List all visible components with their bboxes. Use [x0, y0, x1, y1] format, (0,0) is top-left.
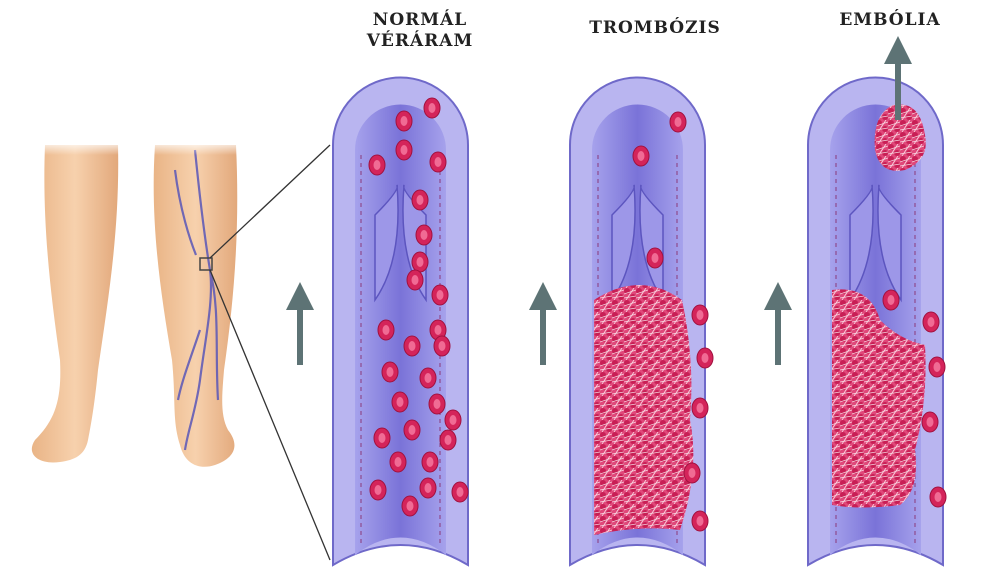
vessel-normal-flow — [333, 77, 468, 565]
blood-cell — [922, 412, 938, 432]
blood-cell — [396, 111, 412, 131]
label-embolism: EMBÓLIA — [800, 10, 980, 31]
blood-cell — [670, 112, 686, 132]
label-normal-flow: NORMÁL VÉRÁRAM — [330, 10, 510, 52]
blood-cell — [404, 420, 420, 440]
blood-cell — [440, 430, 456, 450]
blood-cell — [402, 496, 418, 516]
thrombus-clot — [594, 285, 693, 535]
blood-cell — [404, 336, 420, 356]
vessel-embolism — [808, 77, 946, 565]
label-thrombosis: TROMBÓZIS — [565, 18, 745, 39]
blood-cell — [374, 428, 390, 448]
blood-cell — [432, 285, 448, 305]
blood-cell — [407, 270, 423, 290]
blood-cell — [697, 348, 713, 368]
blood-cell — [445, 410, 461, 430]
blood-cell — [883, 290, 899, 310]
blood-cell — [412, 252, 428, 272]
blood-cell — [378, 320, 394, 340]
label-normal-line2: VÉRÁRAM — [330, 31, 510, 52]
blood-cell — [692, 398, 708, 418]
blood-cell — [434, 336, 450, 356]
vessel-thrombosis — [570, 77, 713, 565]
blood-cell — [430, 152, 446, 172]
blood-cell — [396, 140, 412, 160]
blood-cell — [452, 482, 468, 502]
blood-cell — [923, 312, 939, 332]
blood-cell — [420, 368, 436, 388]
legs-illustration — [0, 140, 260, 467]
blood-cell — [390, 452, 406, 472]
blood-cell — [416, 225, 432, 245]
blood-cell — [647, 248, 663, 268]
blood-cell — [369, 155, 385, 175]
blood-cell — [929, 357, 945, 377]
flow-arrow-normal — [286, 282, 314, 365]
flow-arrow-thrombosis — [529, 282, 557, 365]
blood-cell — [633, 146, 649, 166]
blood-cell — [412, 190, 428, 210]
blood-cell — [392, 392, 408, 412]
blood-cell — [424, 98, 440, 118]
blood-cell — [692, 511, 708, 531]
blood-cell — [429, 394, 445, 414]
blood-cell — [420, 478, 436, 498]
blood-cell — [382, 362, 398, 382]
blood-cell — [930, 487, 946, 507]
blood-cell — [370, 480, 386, 500]
flow-arrow-embolism — [764, 282, 792, 365]
blood-cell — [692, 305, 708, 325]
blood-cell — [422, 452, 438, 472]
blood-cell — [684, 463, 700, 483]
label-normal-line1: NORMÁL — [330, 10, 510, 31]
